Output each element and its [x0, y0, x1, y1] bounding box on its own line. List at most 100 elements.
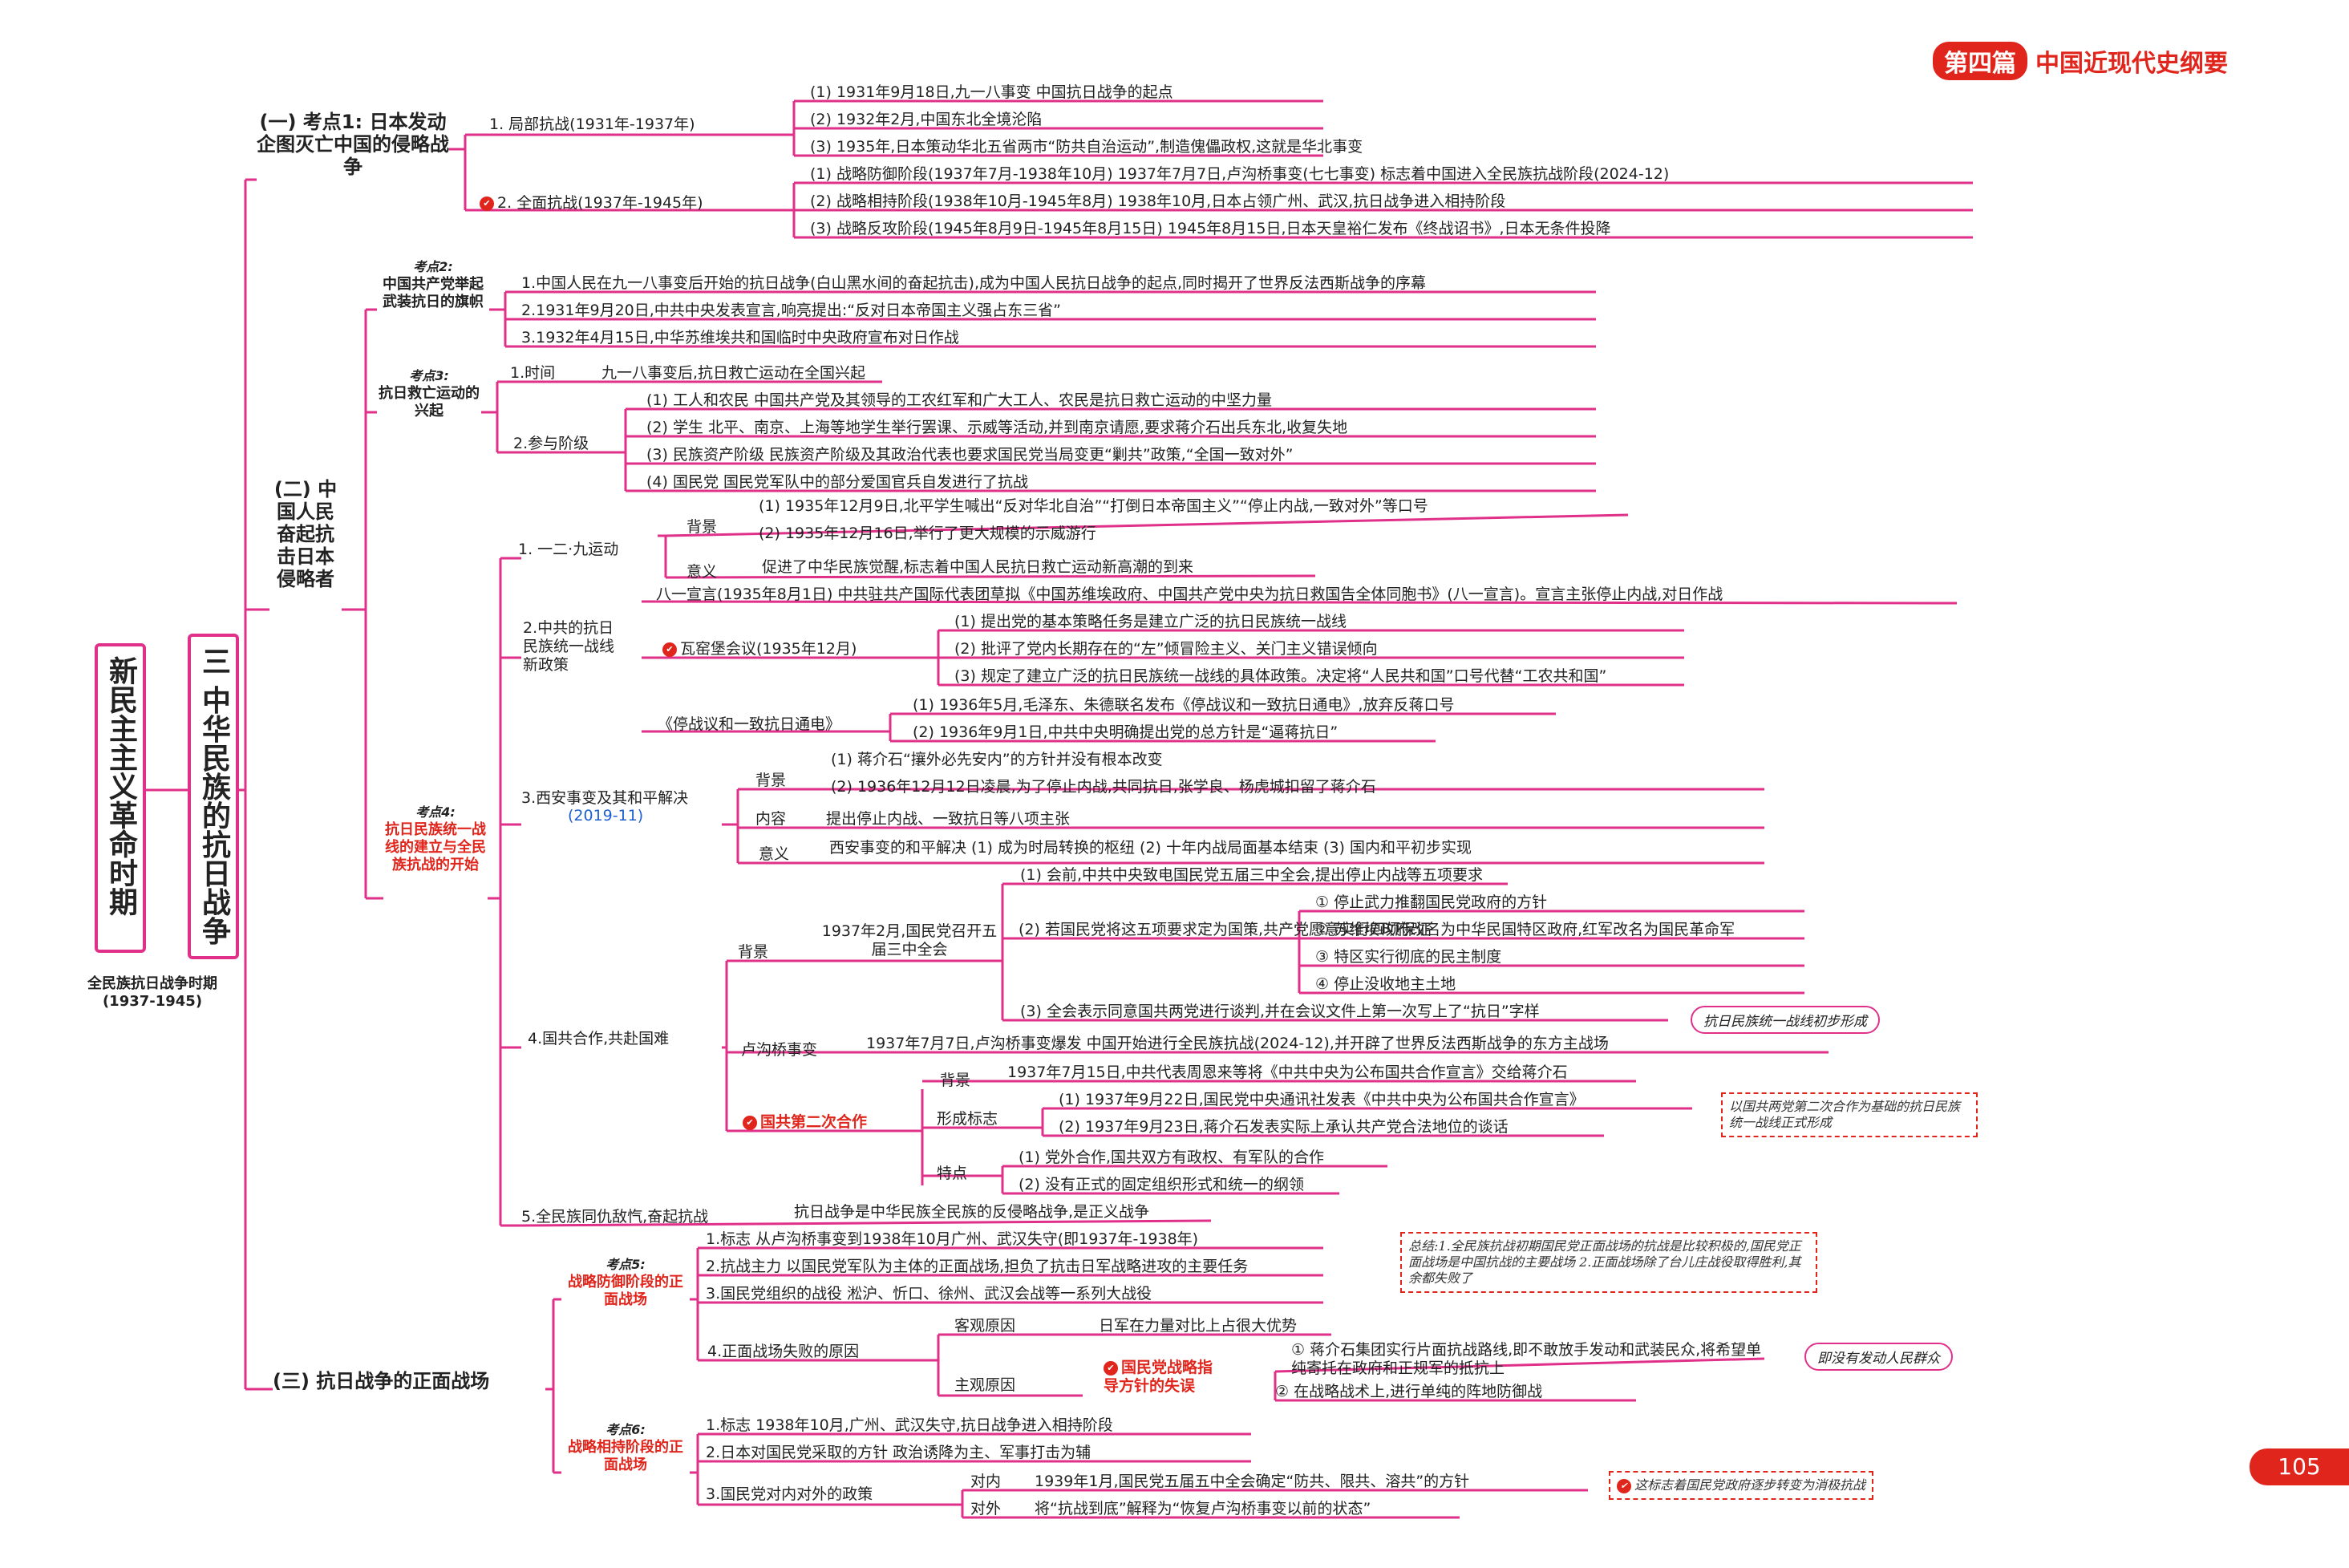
leaf-l4: (1) 战略防御阶段(1937年7月-1938年10月) 1937年7月7日,卢…: [810, 165, 1670, 183]
leaf-l32: ③ 特区实行彻底的民主制度: [1315, 948, 1502, 966]
label-bg-129: 背景: [686, 518, 718, 536]
leaf-l30: ① 停止武力推翻国民党政府的方针: [1315, 893, 1548, 911]
leaf-l34: (3) 全会表示同意国共两党进行谈判,并在会议文件上第一次写上了“抗日”字样: [1020, 1003, 1540, 1020]
leaf-l14: (4) 国民党 国民党军队中的部分爱国官兵自发进行了抗战: [646, 473, 1028, 491]
leaf-l5: (2) 战略相持阶段(1938年10月-1945年8月) 1938年10月,日本…: [810, 192, 1506, 210]
leaf-l2: (2) 1932年2月,中国东北全境沦陷: [810, 111, 1043, 128]
branch-xian-year: (2019-11): [568, 807, 644, 825]
leaf-l39: (1) 党外合作,国共双方有政权、有军队的合作: [1019, 1149, 1324, 1166]
leaf-l53: 将“抗战到底”解释为“恢复卢沟桥事变以前的状态”: [1035, 1500, 1371, 1517]
note-summary: 总结:1.全民族抗战初期国民党正面战场的抗战是比较积极的,国民党正面战场是中国抗…: [1400, 1232, 1817, 1293]
branch-129: 1. 一二·九运动: [518, 541, 619, 558]
kaodian-2: 考点2:中国共产党举起武装抗日的旗帜: [383, 259, 484, 310]
part-badge: 第四篇: [1933, 42, 2027, 80]
page-header: 第四篇中国近现代史纲要: [1933, 42, 2228, 80]
leaf-l10: 九一八事变后,抗日救亡运动在全国兴起: [601, 364, 866, 382]
leaf-l25: (2) 1936年12月12日凌晨,为了停止内战,共同抗日,张学良、杨虎城扣留了…: [831, 778, 1376, 796]
leaf-l31: ② 苏维埃政府改名为中华民国特区政府,红军改名为国民革命军: [1315, 921, 1735, 938]
leaf-l6: (3) 战略反攻阶段(1945年8月9日-1945年8月15日) 1945年8月…: [810, 220, 1611, 237]
leaf-l29: (2) 若国民党将这五项要求定为国策,共产党愿意实行四项保证: [1019, 921, 1431, 938]
label-bg-xian: 背景: [755, 772, 787, 789]
leaf-l21: (3) 规定了建立广泛的抗日民族统一战线的具体政策。决定将“人民共和国”口号代替…: [954, 667, 1607, 685]
leaf-l23: (2) 1936年9月1日,中共中央明确提出党的总方针是“逼蒋抗日”: [913, 723, 1339, 741]
book-title: 中国近现代史纲要: [2035, 50, 2228, 78]
note-united-front-initial: 抗日民族统一战线初步形成: [1691, 1006, 1880, 1034]
leaf-l41: 抗日战争是中华民族全民族的反侵略战争,是正义战争: [794, 1203, 1150, 1221]
wyb-meeting: ✔瓦窑堡会议(1935年12月): [662, 640, 857, 658]
label-bg-gg2: 背景: [940, 1072, 971, 1089]
leaf-l27: 西安事变的和平解决 (1) 成为时局转换的枢纽 (2) 十年内战局面基本结束 (…: [829, 839, 1472, 857]
note-united-front-formal: 以国共两党第二次合作为基础的抗日民族统一战线正式形成: [1721, 1092, 1978, 1137]
period-title: 新民主主义革命时期: [95, 643, 146, 953]
branch-time: 1.时间: [510, 364, 556, 382]
lgq-incident: 卢沟桥事变: [741, 1041, 818, 1059]
key-point-icon: ✔: [662, 642, 677, 657]
leaf-l38: (2) 1937年9月23日,蒋介石发表实际上承认共产党合法地位的谈话: [1059, 1118, 1509, 1136]
kaodian-3: 考点3:抗日救亡运动的兴起: [379, 368, 480, 419]
note-passive-resistance: ✔这标志着国民党政府逐步转变为消极抗战: [1609, 1471, 1874, 1500]
leaf-l44: 3.国民党组织的战役 淞沪、忻口、徐州、武汉会战等一系列大战役: [706, 1285, 1152, 1303]
leaf-l33: ④ 停止没收地主土地: [1315, 975, 1456, 993]
leaf-l42: 1.标志 从卢沟桥事变到1938年10月广州、武汉失守(即1937年-1938年…: [706, 1230, 1199, 1248]
leaf-l1: (1) 1931年9月18日,九一八事变 中国抗日战争的起点: [810, 83, 1173, 101]
section-1-label: (一) 考点1: 日本发动企图灭亡中国的侵略战争: [257, 111, 449, 178]
leaf-l40: (2) 没有正式的固定组织形式和统一的纲领: [1019, 1176, 1304, 1193]
tzd-telegram: 《停战议和一致抗日通电》: [658, 715, 841, 733]
branch-full-war: ✔2. 全面抗战(1937年-1945年): [480, 194, 703, 213]
connector-line: [520, 1219, 1212, 1227]
leaf-l47: ① 蒋介石集团实行片面抗战路线,即不敢放手发动和武装民众,将希望单纯寄托在政府和…: [1291, 1341, 1762, 1377]
branch-all-nation: 5.全民族同仇敌忾,奋起抗战: [521, 1208, 709, 1226]
label-nr-xian: 内容: [755, 810, 787, 828]
leaf-l22: (1) 1936年5月,毛泽东、朱德联名发布《停战议和一致抗日通电》,放弃反蒋口…: [913, 696, 1455, 714]
connector-line: [641, 600, 1958, 605]
note-no-mass-mobilization: 即没有发动人民群众: [1804, 1343, 1953, 1371]
leaf-l45: 4.正面战场失败的原因: [707, 1343, 860, 1360]
leaf-l19: (1) 提出党的基本策略任务是建立广泛的抗日民族统一战线: [954, 613, 1347, 630]
branch-xian: 3.西安事变及其和平解决: [521, 789, 689, 807]
leaf-l18: 八一宣言(1935年8月1日) 中共驻共产国际代表团草拟《中国苏维埃政府、中国共…: [656, 585, 1723, 603]
leaf-l46: 日军在力量对比上占很大优势: [1099, 1317, 1298, 1335]
second-coop: ✔国共第二次合作: [743, 1113, 867, 1132]
leaf-l36: 1937年7月15日,中共代表周恩来等将《中共中央为公布国共合作宣言》交给蒋介石: [1007, 1064, 1568, 1081]
sanzhong-meeting: 1937年2月,国民党召开五届三中全会: [821, 922, 998, 958]
leaf-l20: (2) 批评了党内长期存在的“左”倾冒险主义、关门主义错误倾向: [954, 640, 1378, 658]
key-point-icon: ✔: [1617, 1478, 1631, 1493]
page-number: 105: [2250, 1448, 2349, 1485]
key-point-icon: ✔: [743, 1115, 757, 1130]
section-3-label: (三) 抗日战争的正面战场: [273, 1370, 490, 1392]
leaf-l28: (1) 会前,中共中央致电国民党五届三中全会,提出停止内战等五项要求: [1020, 866, 1484, 884]
key-point-icon: ✔: [1104, 1360, 1118, 1376]
branch-classes: 2.参与阶级: [513, 435, 589, 452]
section-2-label: (二) 中国人民奋起抗击日本侵略者: [273, 478, 338, 590]
leaf-l35: 1937年7月7日,卢沟桥事变爆发 中国开始进行全民族抗战(2024-12),并…: [866, 1035, 1609, 1052]
leaf-l17: 促进了中华民族觉醒,标志着中国人民抗日救亡运动新高潮的到来: [762, 558, 1194, 576]
leaf-l52: 1939年1月,国民党五届五中全会确定“防共、限共、溶共”的方针: [1035, 1473, 1470, 1490]
leaf-l11: (1) 工人和农民 中国共产党及其领导的工农红军和广大工人、农民是抗日救亡运动的…: [646, 391, 1272, 409]
label-yy-129: 意义: [686, 563, 718, 581]
chapter-title: 三 中华民族的抗日战争: [188, 634, 239, 959]
label-bg-coop: 背景: [738, 943, 769, 961]
leaf-l7: 1.中国人民在九一八事变后开始的抗日战争(白山黑水间的奋起抗击),成为中国人民抗…: [521, 274, 1427, 292]
leaf-l37: (1) 1937年9月22日,国民党中央通讯社发表《中共中央为公布国共合作宣言》: [1059, 1091, 1585, 1108]
label-yy-xian: 意义: [759, 845, 790, 863]
connector-line: [1274, 1357, 1765, 1373]
leaf-l9: 3.1932年4月15日,中华苏维埃共和国临时中央政府宣布对日作战: [521, 329, 959, 346]
label-ks: 客观原因: [954, 1317, 1016, 1335]
key-point-icon: ✔: [480, 196, 494, 211]
leaf-l50: 2.日本对国民党采取的方针 政治诱降为主、军事打击为辅: [706, 1444, 1091, 1461]
branch-coop: 4.国共合作,共赴国难: [528, 1030, 670, 1047]
leaf-l12: (2) 学生 北平、南京、上海等地学生举行罢课、示威等活动,并到南京请愿,要求蒋…: [646, 419, 1348, 436]
leaf-l51: 3.国民党对内对外的政策: [706, 1485, 873, 1503]
branch-new-policy: 2.中共的抗日民族统一战线新政策: [523, 619, 615, 674]
kaodian-6: 考点6:战略相持阶段的正面战场: [568, 1422, 683, 1473]
leaf-l3: (3) 1935年,日本策动华北五省两市“防共自治运动”,制造傀儡政权,这就是华…: [810, 138, 1363, 156]
zg-detail: ✔国民党战略指导方针的失误: [1104, 1359, 1213, 1395]
leaf-l13: (3) 民族资产阶级 民族资产阶级及其政治代表也要求国民党当局变更“剿共”政策,…: [646, 446, 1294, 464]
connector-line: [665, 513, 1629, 537]
leaf-l26: 提出停止内战、一致抗日等八项主张: [826, 810, 1071, 828]
leaf-l49: 1.标志 1938年10月,广州、武汉失守,抗日战争进入相持阶段: [706, 1416, 1113, 1434]
leaf-l8: 2.1931年9月20日,中共中央发表宣言,响亮提出:“反对日本帝国主义强占东三…: [521, 302, 1061, 319]
kaodian-5: 考点5:战略防御阶段的正面战场: [568, 1257, 683, 1308]
label-dn: 对内: [970, 1473, 1002, 1490]
